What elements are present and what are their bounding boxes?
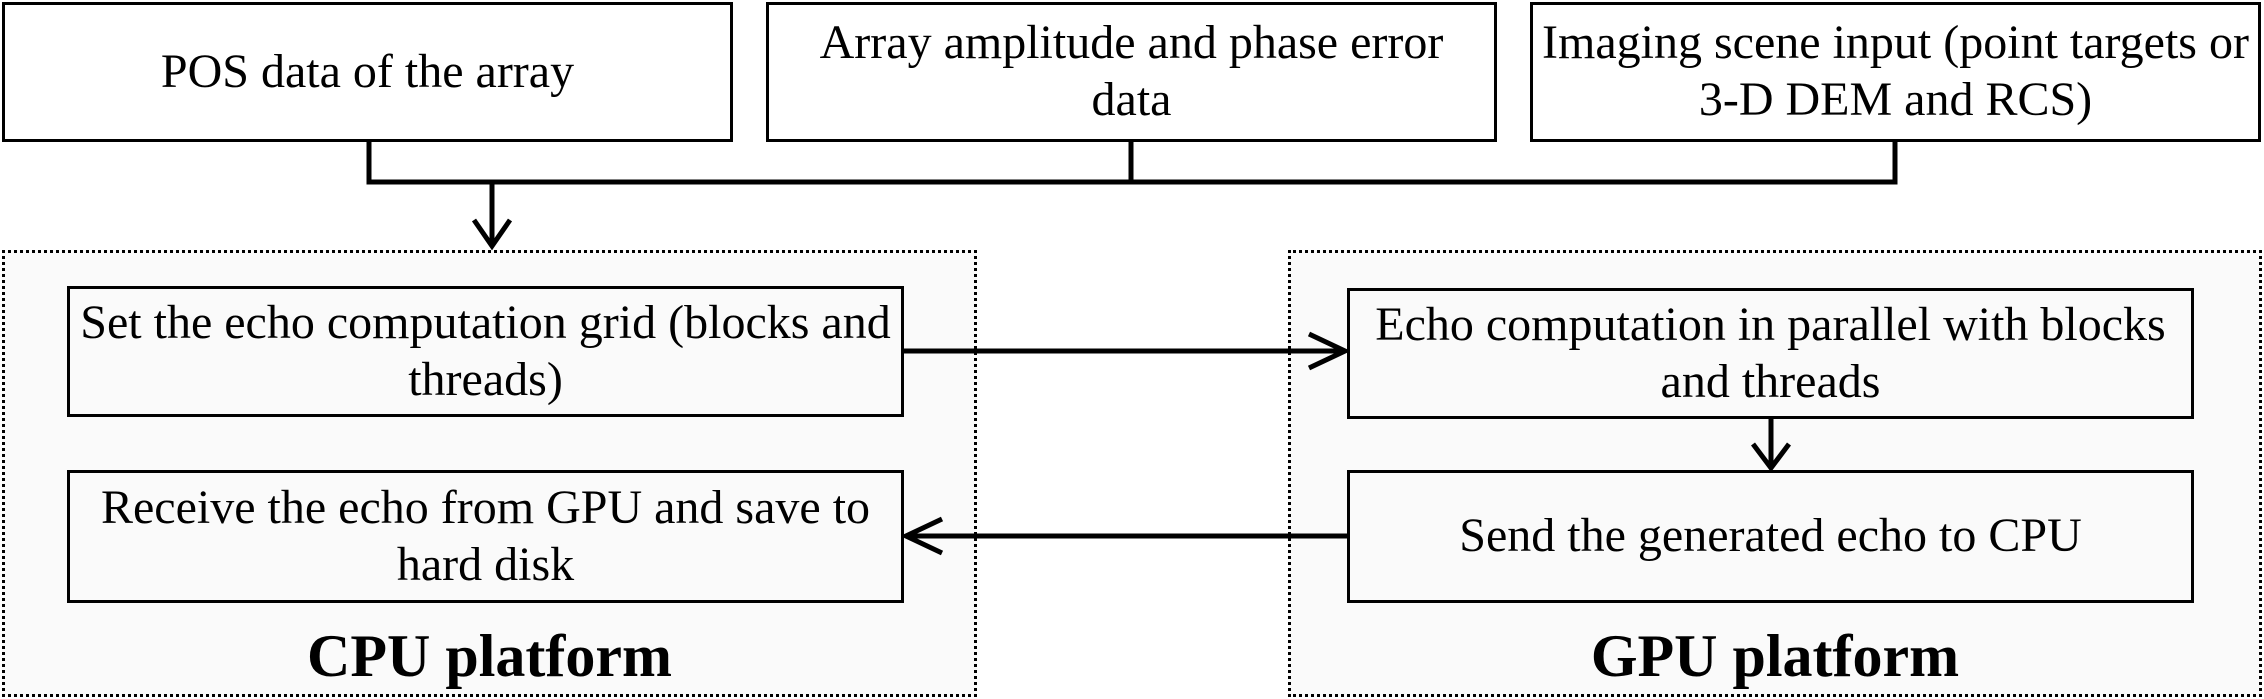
scene-input-label: Imaging scene input (point targets or 3-… bbox=[1542, 16, 2249, 126]
grid-to-gpu-arrowhead bbox=[1307, 331, 1351, 371]
send-echo-box: Send the generated echo to CPU bbox=[1347, 470, 2194, 603]
error-data-label: Array amplitude and phase error data bbox=[819, 16, 1444, 126]
echo-compute-label: Echo computation in parallel with blocks… bbox=[1375, 297, 2166, 408]
receive-echo-label: Receive the echo from GPU and save to ha… bbox=[100, 480, 871, 591]
pos-data-label: POS data of the array bbox=[160, 44, 575, 98]
pos-data-box: POS data of the array bbox=[2, 2, 733, 142]
scene-input-box: Imaging scene input (point targets or 3-… bbox=[1530, 2, 2261, 142]
compute-to-send-arrowhead bbox=[1751, 442, 1791, 473]
set-grid-box: Set the echo computation grid (blocks an… bbox=[67, 286, 904, 417]
send-to-cpu-arrowhead bbox=[900, 516, 944, 556]
send-echo-label: Send the generated echo to CPU bbox=[1459, 509, 2082, 563]
error-data-box: Array amplitude and phase error data bbox=[766, 2, 1497, 142]
set-grid-label: Set the echo computation grid (blocks an… bbox=[80, 295, 891, 406]
merge-down-arrowhead bbox=[471, 218, 513, 251]
cpu-platform-title: CPU platform bbox=[307, 623, 672, 689]
echo-compute-box: Echo computation in parallel with blocks… bbox=[1347, 288, 2194, 419]
receive-echo-box: Receive the echo from GPU and save to ha… bbox=[67, 470, 904, 603]
gpu-platform-title: GPU platform bbox=[1590, 623, 1960, 689]
